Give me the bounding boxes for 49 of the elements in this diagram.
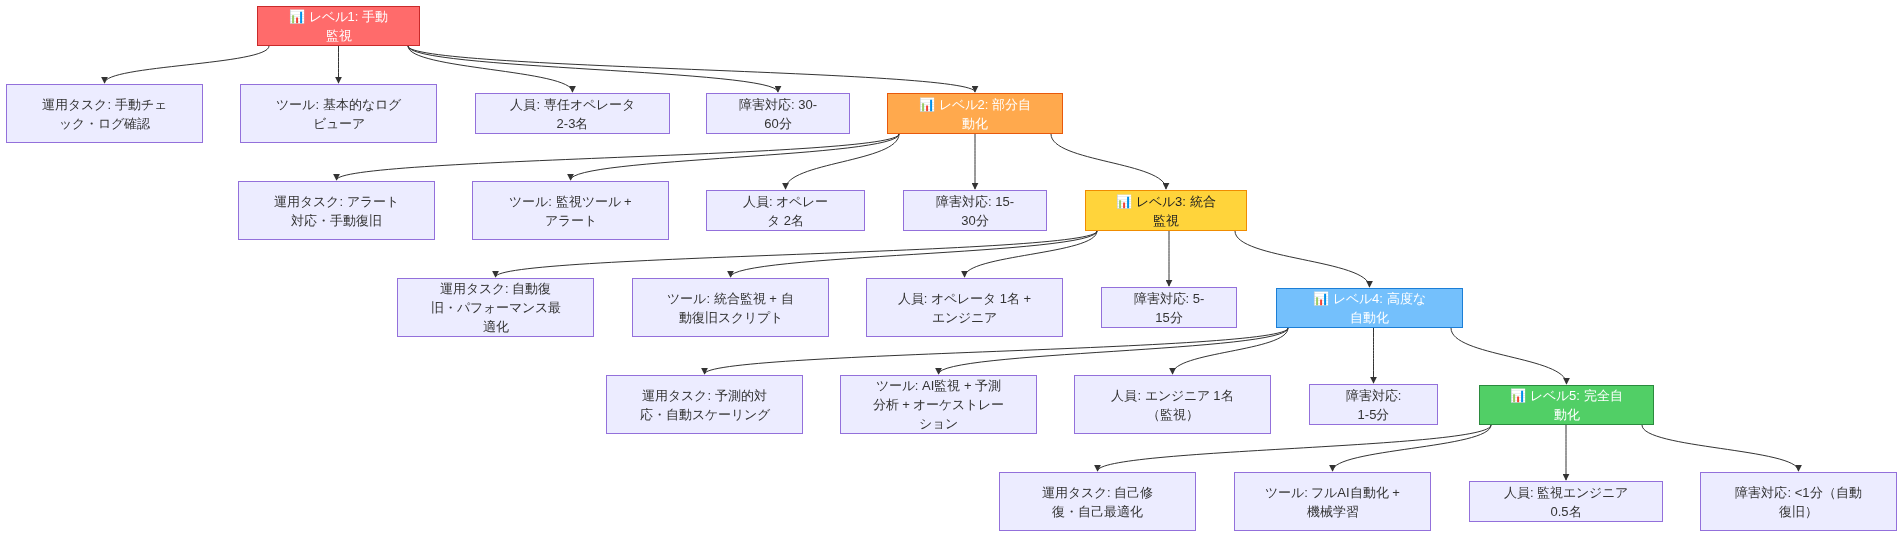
arrow: [407, 45, 573, 93]
arrow: [784, 133, 900, 190]
arrow: [407, 45, 779, 93]
arrow: [1370, 327, 1377, 384]
info-box: 障害対応: 15-30分: [903, 190, 1047, 231]
arrow: [1050, 133, 1168, 190]
arrow: [1562, 424, 1570, 481]
arrow: [335, 45, 342, 84]
info-box: 運用タスク: 予測的対応・自動スケーリング: [606, 375, 803, 434]
arrow: [703, 327, 1289, 375]
arrow: [1165, 230, 1173, 287]
arrow: [937, 327, 1289, 375]
info-box: ツール: 監視ツール + アラート: [472, 181, 669, 240]
level-box: 📊 レベル5: 完全自動化: [1479, 385, 1654, 425]
info-box: 人員: オペレータ 1名 + エンジニア: [866, 278, 1063, 337]
info-box: ツール: フルAI自動化 + 機械学習: [1234, 472, 1431, 531]
arrow: [1096, 424, 1492, 472]
arrow: [407, 45, 976, 93]
level-box: 📊 レベル1: 手動監視: [257, 6, 420, 46]
info-box: ツール: AI監視 + 予測分析 + オーケストレーション: [840, 375, 1037, 434]
arrow: [104, 45, 270, 84]
arrow: [971, 133, 979, 190]
level-box: 📊 レベル3: 統合監視: [1085, 190, 1247, 231]
arrow: [1234, 230, 1371, 288]
arrow: [964, 230, 1098, 278]
info-box: 障害対応: <1分（自動復旧）: [1700, 472, 1897, 531]
level-box: 📊 レベル2: 部分自動化: [887, 93, 1063, 134]
arrow: [1332, 424, 1492, 472]
arrow: [335, 133, 900, 181]
info-box: 障害対応: 30-60分: [706, 93, 850, 134]
arrow: [1450, 327, 1568, 385]
info-box: 運用タスク: 手動チェック・ログ確認: [6, 84, 203, 143]
arrow: [1641, 424, 1799, 472]
info-box: 人員: 専任オペレータ 2-3名: [475, 93, 670, 134]
info-box: 人員: オペレータ 2名: [706, 190, 865, 231]
info-box: 運用タスク: 自己修復・自己最適化: [999, 472, 1196, 531]
info-box: 人員: エンジニア 1名（監視）: [1074, 375, 1271, 434]
info-box: 運用タスク: アラート対応・手動復旧: [238, 181, 435, 240]
info-box: ツール: 統合監視 + 自動復旧スクリプト: [632, 278, 829, 337]
info-box: 障害対応: 5-15分: [1101, 287, 1237, 328]
arrow: [494, 230, 1098, 278]
info-box: ツール: 基本的なログビューア: [240, 84, 437, 143]
info-box: 人員: 監視エンジニア 0.5名: [1469, 481, 1663, 522]
level-box: 📊 レベル4: 高度な自動化: [1276, 288, 1463, 328]
arrow: [1171, 327, 1289, 375]
info-box: 障害対応: 1-5分: [1309, 384, 1438, 425]
arrow: [569, 133, 900, 181]
arrow: [729, 230, 1098, 278]
info-box: 運用タスク: 自動復旧・パフォーマンス最適化: [397, 278, 594, 337]
